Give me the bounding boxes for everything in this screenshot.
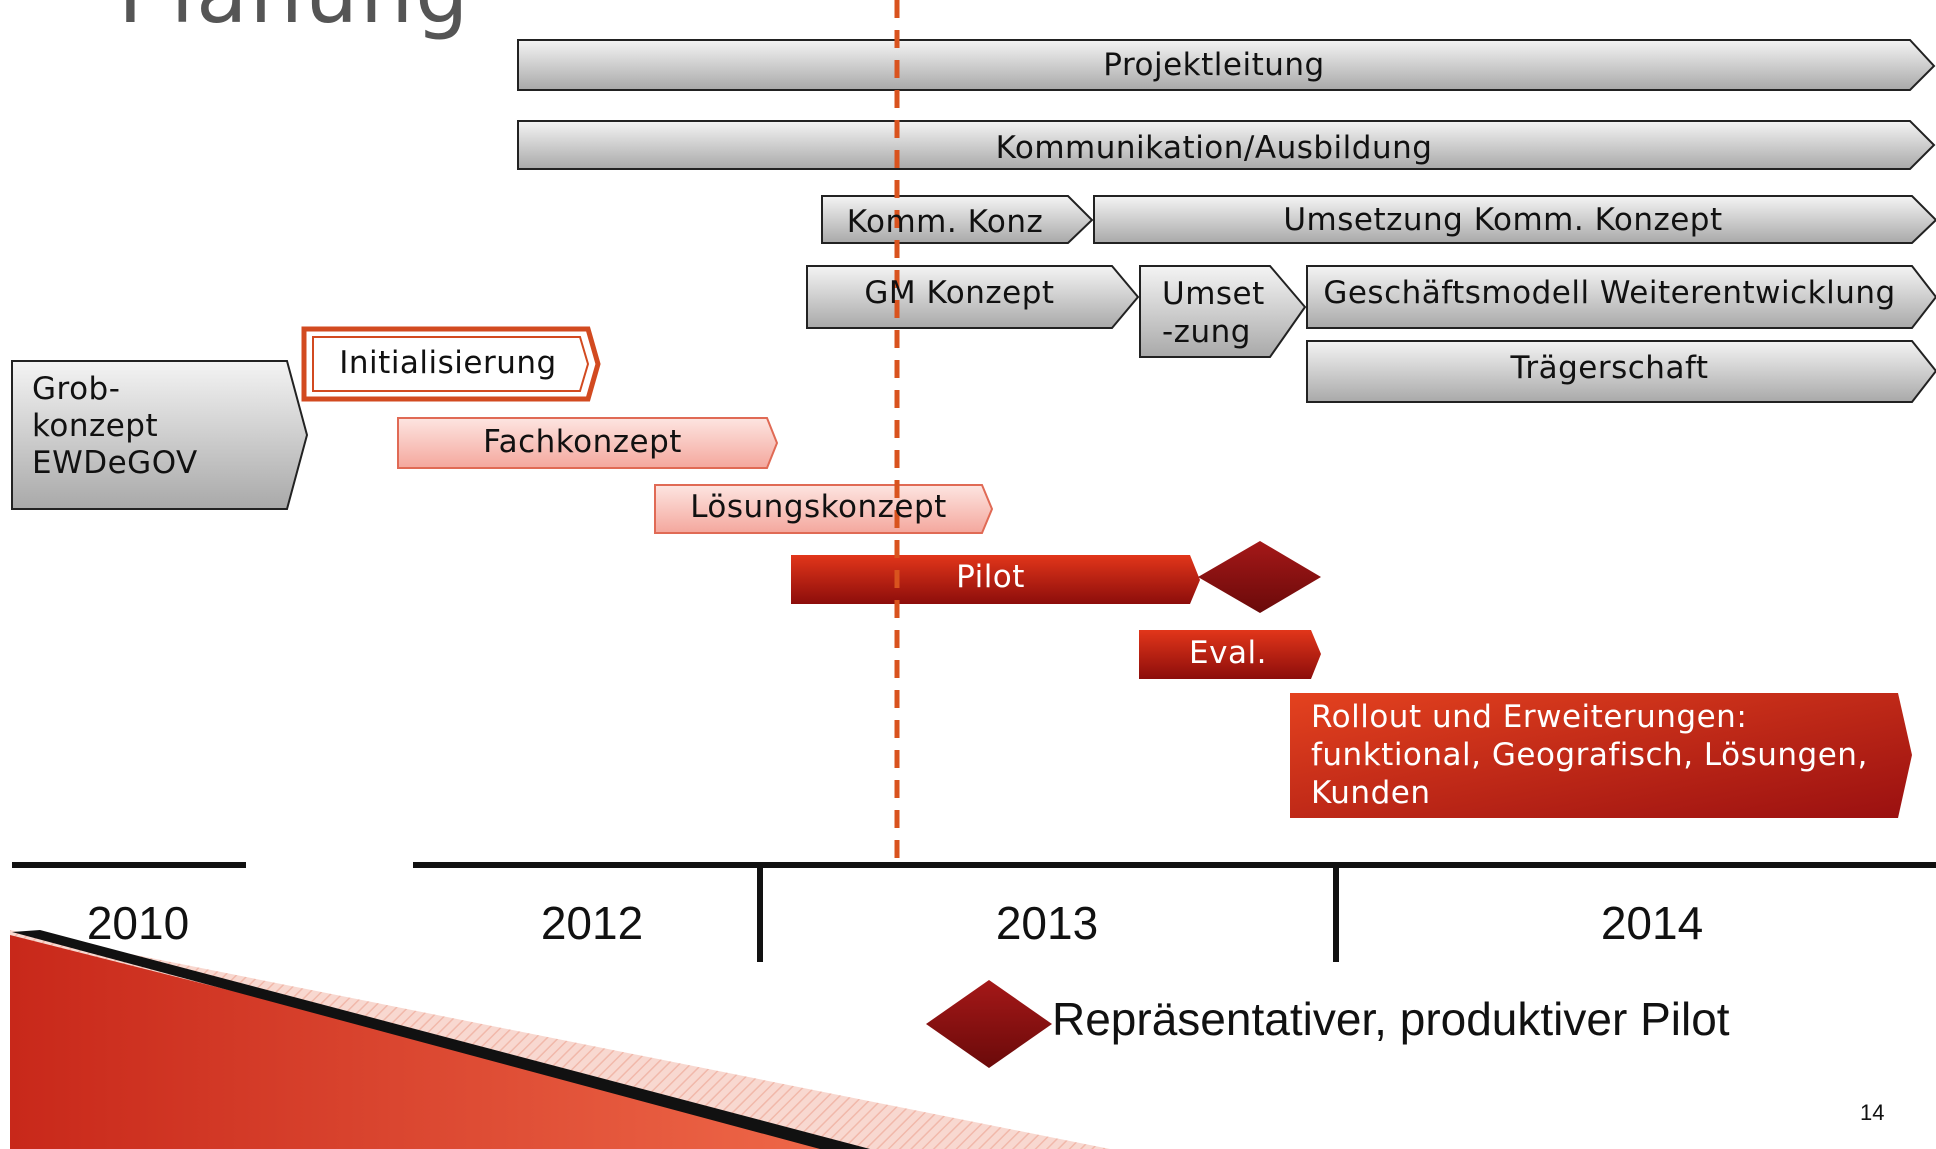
label-umsetzung-komm: Umsetzung Komm. Konzept: [1283, 202, 1723, 238]
legend-milestone-label: Repräsentativer, produktiver Pilot: [1052, 993, 1730, 1045]
year-label-2013: 2013: [995, 897, 1099, 949]
bar-gm-konzept: [806, 265, 1140, 329]
bar-fachkonzept: [397, 417, 779, 469]
bar-gm-weiterentwicklung: [1306, 265, 1936, 329]
label-umsetzung: Umset -zung: [1162, 276, 1265, 350]
bar-umsetzung: [1139, 265, 1307, 358]
label-pilot: Pilot: [956, 559, 1025, 595]
label-loesungskonzept: Lösungskonzept: [690, 489, 947, 525]
legend-diamond-icon: [926, 980, 1052, 1068]
label-grobkonzept: Grob- konzept EWDeGOV: [32, 370, 198, 481]
label-gm-weiterentwicklung: Geschäftsmodell Weiterentwicklung: [1323, 275, 1896, 311]
year-label-2010: 2010: [86, 897, 190, 949]
label-rollout: Rollout und Erweiterungen: funktional, G…: [1311, 699, 1868, 811]
bar-traegerschaft: [1306, 340, 1936, 403]
bar-pilot: [791, 555, 1200, 604]
label-initialisierung: Initialisierung: [339, 345, 557, 381]
year-label-2012: 2012: [540, 897, 644, 949]
bar-projektleitung: [517, 39, 1936, 91]
decorative-swoosh: [10, 930, 1110, 1149]
bar-grobkonzept: [11, 360, 309, 510]
label-projektleitung: Projektleitung: [1103, 47, 1325, 83]
label-kommunikation: Kommunikation/Ausbildung: [995, 130, 1433, 166]
slide-title-fragment: Planung: [118, 0, 471, 42]
label-traegerschaft: Trägerschaft: [1510, 350, 1709, 386]
bar-rollout: [1290, 693, 1912, 818]
bar-initialisierung: [301, 326, 601, 402]
year-label-2014: 2014: [1600, 897, 1704, 949]
bar-umsetzung-komm: [1093, 195, 1936, 244]
label-komm-konz: Komm. Konz: [846, 204, 1044, 240]
bar-kommunikation: [517, 120, 1936, 170]
bar-loesungskonzept: [654, 484, 994, 534]
bar-komm-konz: [821, 195, 1094, 244]
label-eval: Eval.: [1189, 635, 1267, 671]
page-number: 14: [1860, 1100, 1885, 1125]
label-fachkonzept: Fachkonzept: [483, 424, 682, 460]
bar-eval: [1139, 630, 1321, 679]
milestone-diamond: [1198, 541, 1321, 613]
timeline-axis: [12, 862, 1936, 962]
label-gm-konzept: GM Konzept: [864, 275, 1055, 311]
